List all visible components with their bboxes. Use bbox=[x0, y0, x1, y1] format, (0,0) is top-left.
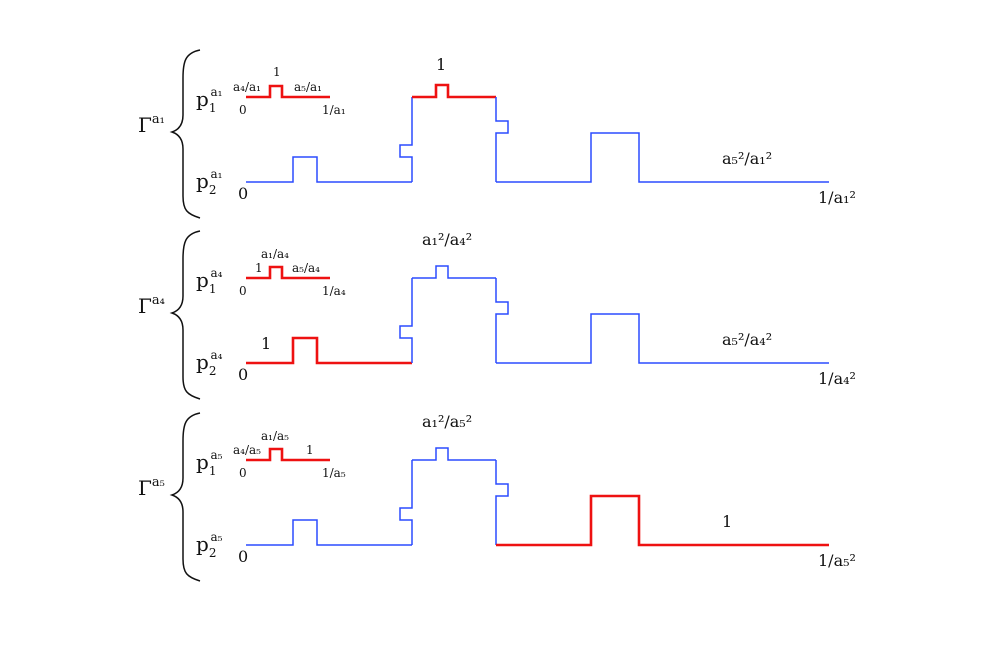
right-label: a₅²/a₁² bbox=[722, 149, 772, 168]
gamma-label: Γa₁ bbox=[138, 112, 165, 137]
p2-curve-left bbox=[246, 336, 412, 365]
small-zero-label: 0 bbox=[239, 103, 247, 117]
small-zero-label: 0 bbox=[239, 466, 247, 480]
zero-label: 0 bbox=[238, 365, 248, 384]
p1-curve bbox=[246, 447, 330, 462]
zero-label: 0 bbox=[238, 184, 248, 203]
p2-curve-right bbox=[496, 494, 829, 547]
panel-a5: Γa₅ p1a₅ p2a₅ a₄/a₅ a₁/a₅ 1 0 1/a₅ a₁²/a… bbox=[138, 412, 856, 582]
small-end-label: 1/a₄ bbox=[322, 284, 346, 298]
p2-curve-stairs-left bbox=[399, 97, 413, 182]
left-label: 1 bbox=[261, 334, 271, 353]
small-zero-label: 0 bbox=[239, 284, 247, 298]
peak-label: 1 bbox=[436, 55, 446, 74]
p2-curve-peak bbox=[412, 265, 496, 279]
small-end-label: 1/a₅ bbox=[322, 466, 346, 480]
right-label: 1 bbox=[722, 512, 732, 531]
p2-label: p2a₄ bbox=[196, 348, 223, 378]
p2-curve-peak bbox=[412, 83, 496, 99]
p2-curve-left bbox=[246, 519, 412, 546]
p1-curve bbox=[246, 265, 330, 280]
p2-curve-left bbox=[246, 156, 412, 183]
end-label: 1/a₅² bbox=[818, 551, 856, 570]
panel-brace bbox=[169, 412, 201, 582]
small-left-label: 1 bbox=[255, 261, 263, 275]
small-end-label: 1/a₁ bbox=[322, 103, 346, 117]
panel-a1: Γa₁ p1a₁ p2a₁ a₄/a₁ 1 a₅/a₁ 0 1/a₁ 1 a₅²… bbox=[138, 49, 856, 219]
p1-curve bbox=[246, 84, 330, 99]
gamma-label: Γa₅ bbox=[138, 475, 165, 500]
right-label: a₅²/a₄² bbox=[722, 330, 772, 349]
p2-curve-right bbox=[496, 313, 829, 364]
small-left-label: a₄/a₁ bbox=[233, 80, 261, 94]
p2-label: p2a₅ bbox=[196, 530, 223, 560]
small-left-label: a₄/a₅ bbox=[233, 443, 261, 457]
small-mid-label: 1 bbox=[273, 65, 281, 79]
small-mid-label: a₁/a₅ bbox=[261, 429, 289, 443]
end-label: 1/a₁² bbox=[818, 188, 856, 207]
p2-curve-right bbox=[496, 132, 829, 183]
small-right-label: a₅/a₁ bbox=[294, 80, 322, 94]
peak-label: a₁²/a₄² bbox=[422, 230, 472, 249]
panel-brace bbox=[169, 49, 201, 219]
p2-curve-peak bbox=[412, 447, 496, 461]
end-label: 1/a₄² bbox=[818, 369, 856, 388]
p2-curve-stairs-right bbox=[495, 278, 509, 363]
small-right-label: 1 bbox=[306, 443, 314, 457]
p2-curve-stairs-left bbox=[399, 460, 413, 545]
p1-label: p1a₅ bbox=[196, 448, 223, 478]
p2-curve-stairs-right bbox=[495, 460, 509, 545]
p2-label: p2a₁ bbox=[196, 167, 222, 197]
small-right-label: a₅/a₄ bbox=[292, 261, 320, 275]
p1-label: p1a₄ bbox=[196, 266, 223, 296]
zero-label: 0 bbox=[238, 547, 248, 566]
panel-brace bbox=[169, 230, 201, 400]
p2-curve-stairs-right bbox=[495, 97, 509, 182]
small-mid-label: a₁/a₄ bbox=[261, 247, 289, 261]
panel-a4: Γa₄ p1a₄ p2a₄ 1 a₁/a₄ a₅/a₄ 0 1/a₄ 1 a₁²… bbox=[138, 230, 856, 400]
peak-label: a₁²/a₅² bbox=[422, 412, 472, 431]
p2-curve-stairs-left bbox=[399, 278, 413, 363]
p1-label: p1a₁ bbox=[196, 85, 222, 115]
gamma-label: Γa₄ bbox=[138, 293, 165, 318]
